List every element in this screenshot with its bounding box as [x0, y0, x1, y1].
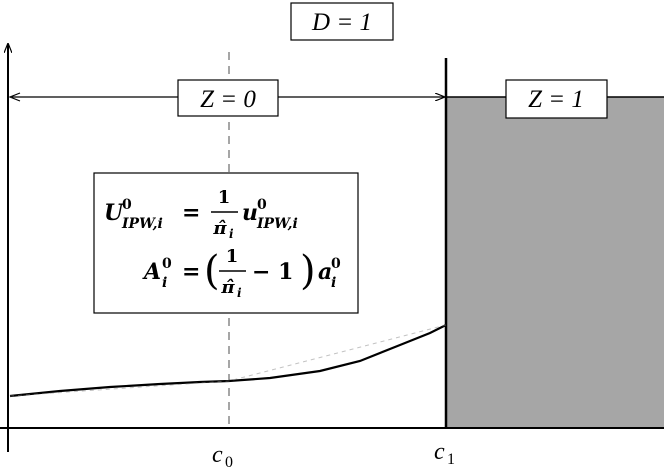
z1-label-box [505, 79, 608, 119]
f2-rhs-var: a [318, 259, 332, 285]
f1-rhs-sub: IPW,i [256, 216, 298, 232]
f2-lhs-sup: 0 [162, 256, 172, 272]
formula-box [93, 172, 359, 314]
f2-frac-den-sub: i [237, 286, 242, 300]
formula-line-1: U 0 IPW,i = 1 π̂ i u 0 IPW,i [104, 187, 298, 241]
c0-tick-sub: 0 [225, 454, 233, 470]
c1-tick-var: c [434, 439, 445, 465]
f1-frac-den-sub: i [229, 227, 234, 241]
top-label-box [290, 2, 394, 41]
f1-lhs-var: U [104, 200, 125, 226]
f1-frac-den: π̂ [212, 218, 227, 239]
f1-frac-num: 1 [218, 187, 231, 208]
z0-label-box [177, 79, 279, 117]
f1-lhs-sup: 0 [122, 197, 132, 213]
f2-frac-num: 1 [226, 246, 239, 267]
z1-label: Z = 1 [528, 86, 584, 113]
outcome-curve-dashed [9, 324, 447, 397]
c1-tick-sub: 1 [447, 451, 455, 468]
f2-lhs-sub: i [162, 275, 167, 291]
c0-tick-label: c 0 [212, 442, 233, 470]
f1-rhs-sup: 0 [257, 197, 267, 213]
z0-span-arrow-left-head [8, 92, 21, 102]
c0-tick-var: c [212, 442, 223, 468]
z0-label: Z = 0 [200, 86, 256, 113]
f2-rparen: ) [300, 248, 316, 294]
f2-lparen: ( [204, 248, 220, 294]
f2-rhs-sup: 0 [331, 256, 341, 272]
f1-rhs-var: u [242, 200, 258, 226]
f2-lhs-var: A [142, 259, 161, 285]
top-label: D = 1 [311, 9, 372, 36]
f2-frac-den: π̂ [220, 277, 235, 298]
outcome-curve [9, 324, 447, 398]
formula-line-2: A 0 i = ( 1 π̂ i − 1 ) a 0 i [142, 246, 341, 300]
f1-eq: = [182, 200, 200, 226]
f2-minus: − 1 [252, 259, 293, 285]
f2-rhs-sub: i [331, 275, 336, 291]
c1-tick-label: c 1 [434, 439, 455, 468]
f2-eq: = [182, 259, 200, 285]
f1-lhs-sub: IPW,i [121, 216, 163, 232]
shaded-region-z1 [446, 97, 664, 428]
